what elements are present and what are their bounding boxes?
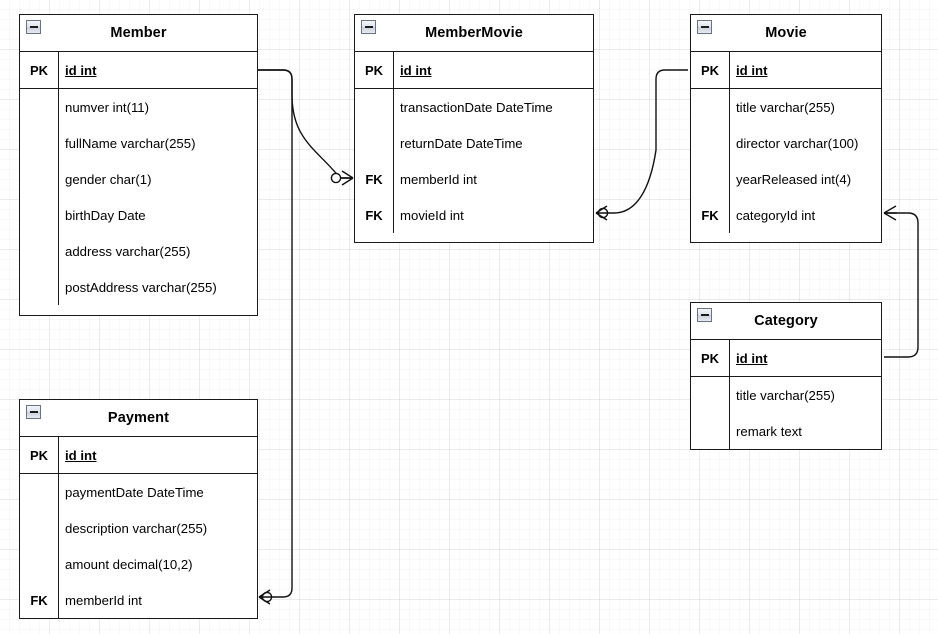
attribute-row[interactable]: description varchar(255) (20, 510, 257, 546)
collapse-minus-icon[interactable] (361, 20, 376, 34)
attribute-name: id int (736, 62, 768, 78)
column-divider (393, 89, 395, 233)
entity-header: Category (691, 303, 881, 340)
attribute-key: FK (365, 207, 383, 223)
attribute-row[interactable]: transactionDate DateTime (355, 89, 593, 125)
attribute-name: yearReleased int(4) (736, 171, 852, 187)
attribute-key: PK (29, 447, 49, 463)
attribute-name: remark text (736, 423, 802, 439)
entity-body: PK id int title varchar(255) remark text (691, 340, 881, 449)
attribute-row[interactable]: PK id int (691, 52, 881, 89)
attribute-name: address varchar(255) (65, 243, 191, 259)
attribute-row[interactable]: birthDay Date (20, 197, 257, 233)
attribute-name: title varchar(255) (736, 99, 835, 115)
attribute-row[interactable]: director varchar(100) (691, 125, 881, 161)
attribute-key: PK (700, 62, 720, 78)
entity-body: PK id int paymentDate DateTime descripti… (20, 437, 257, 618)
entity-title: Member (110, 25, 167, 41)
attribute-name: paymentDate DateTime (65, 484, 204, 500)
attribute-name: transactionDate DateTime (400, 99, 553, 115)
attribute-name: id int (65, 62, 97, 78)
entity-title: Payment (107, 410, 170, 426)
entity-category[interactable]: Category PK id int title varchar(255) re… (690, 302, 882, 450)
attribute-name: categoryId int (736, 207, 816, 223)
attribute-name: postAddress varchar(255) (65, 279, 217, 295)
attribute-row[interactable]: title varchar(255) (691, 89, 881, 125)
attribute-row[interactable]: amount decimal(10,2) (20, 546, 257, 582)
attribute-name: description varchar(255) (65, 520, 208, 536)
entity-body: PK id int numver int(11) fullName varcha… (20, 52, 257, 305)
attribute-row[interactable]: address varchar(255) (20, 233, 257, 269)
column-divider (393, 52, 395, 88)
attribute-row[interactable]: PK id int (691, 340, 881, 377)
attribute-name: numver int(11) (65, 99, 150, 115)
attribute-name: amount decimal(10,2) (65, 556, 193, 572)
attribute-key: PK (364, 62, 384, 78)
attribute-name: returnDate DateTime (400, 135, 523, 151)
attribute-name: fullName varchar(255) (65, 135, 196, 151)
attribute-row[interactable]: remark text (691, 413, 881, 449)
entity-movie[interactable]: Movie PK id int title varchar(255) direc… (690, 14, 882, 243)
entity-title: Movie (765, 25, 807, 41)
collapse-minus-icon[interactable] (26, 405, 41, 419)
entity-body: PK id int transactionDate DateTime retur… (355, 52, 593, 233)
entity-title: Category (754, 313, 818, 329)
entity-header: Payment (20, 400, 257, 437)
column-divider (58, 474, 60, 618)
attribute-row[interactable]: FK memberId int (20, 582, 257, 618)
entity-header: Member (20, 15, 257, 52)
attribute-key: FK (365, 171, 383, 187)
attribute-row[interactable]: returnDate DateTime (355, 125, 593, 161)
attribute-row[interactable]: title varchar(255) (691, 377, 881, 413)
collapse-minus-icon[interactable] (26, 20, 41, 34)
attribute-name: id int (65, 447, 97, 463)
attribute-name: director varchar(100) (736, 135, 859, 151)
attribute-name: id int (400, 62, 432, 78)
entity-member[interactable]: Member PK id int numver int(11) fullName… (19, 14, 258, 316)
attribute-row[interactable]: fullName varchar(255) (20, 125, 257, 161)
attribute-row[interactable]: PK id int (20, 437, 257, 474)
attribute-name: gender char(1) (65, 171, 152, 187)
attribute-name: id int (736, 350, 768, 366)
attribute-row[interactable]: numver int(11) (20, 89, 257, 125)
attribute-name: birthDay Date (65, 207, 146, 223)
entity-payment[interactable]: Payment PK id int paymentDate DateTime d… (19, 399, 258, 619)
attribute-row[interactable]: FK memberId int (355, 161, 593, 197)
column-divider (58, 52, 60, 88)
attribute-key: PK (700, 350, 720, 366)
column-divider (58, 89, 60, 305)
entity-body: PK id int title varchar(255) director va… (691, 52, 881, 233)
attribute-row[interactable]: yearReleased int(4) (691, 161, 881, 197)
collapse-minus-icon[interactable] (697, 20, 712, 34)
attribute-key: FK (701, 207, 719, 223)
entity-title: MemberMovie (425, 25, 523, 41)
column-divider (729, 340, 731, 376)
collapse-minus-icon[interactable] (697, 308, 712, 322)
attribute-name: memberId int (65, 592, 142, 608)
attribute-name: memberId int (400, 171, 477, 187)
column-divider (729, 89, 731, 233)
attribute-name: title varchar(255) (736, 387, 835, 403)
attribute-row[interactable]: FK categoryId int (691, 197, 881, 233)
entity-header: MemberMovie (355, 15, 593, 52)
attribute-key: PK (29, 62, 49, 78)
entity-header: Movie (691, 15, 881, 52)
attribute-name: movieId int (400, 207, 464, 223)
column-divider (58, 437, 60, 473)
attribute-key: FK (30, 592, 48, 608)
attribute-row[interactable]: gender char(1) (20, 161, 257, 197)
column-divider (729, 52, 731, 88)
attribute-row[interactable]: paymentDate DateTime (20, 474, 257, 510)
entity-membermovie[interactable]: MemberMovie PK id int transactionDate Da… (354, 14, 594, 243)
attribute-row[interactable]: PK id int (355, 52, 593, 89)
attribute-row[interactable]: postAddress varchar(255) (20, 269, 257, 305)
column-divider (729, 377, 731, 449)
attribute-row[interactable]: PK id int (20, 52, 257, 89)
attribute-row[interactable]: FK movieId int (355, 197, 593, 233)
